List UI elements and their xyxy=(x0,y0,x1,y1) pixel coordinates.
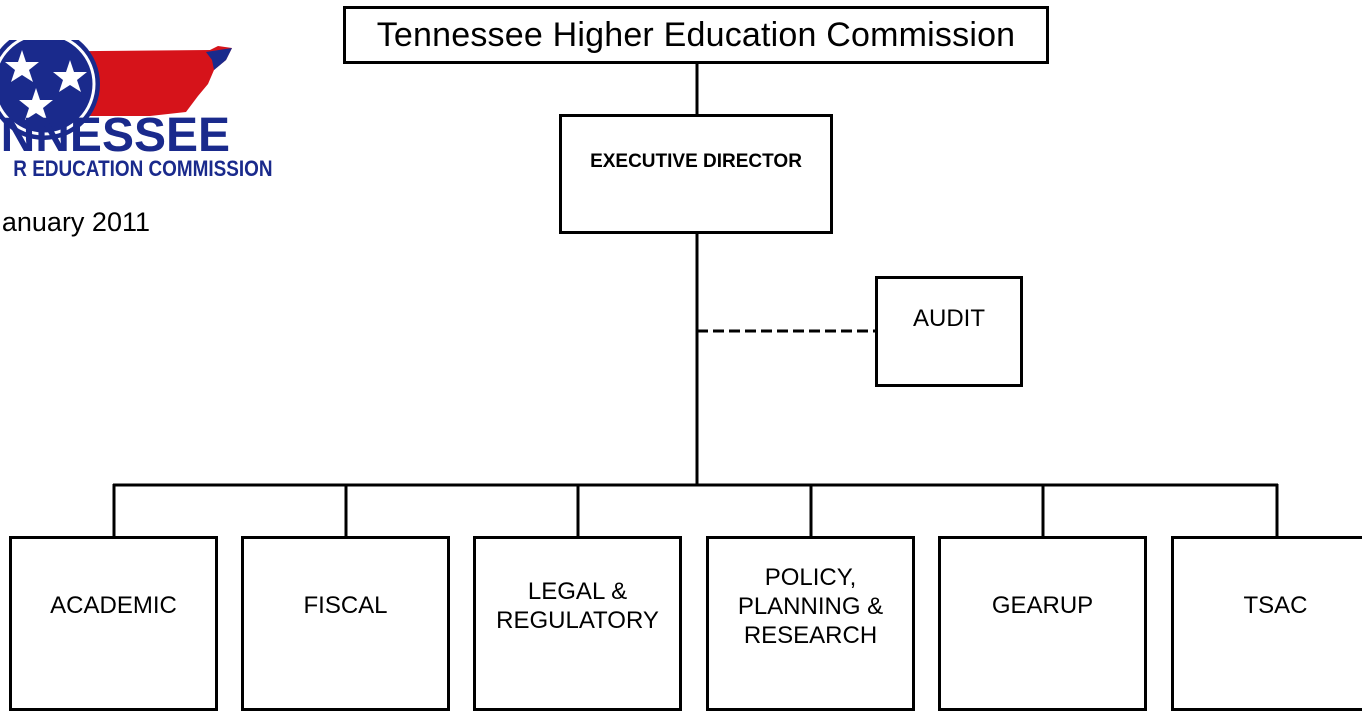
audit-label: AUDIT xyxy=(913,305,985,332)
department-label: ACADEMIC xyxy=(50,592,177,619)
department-label: GEARUP xyxy=(991,592,1094,619)
executive-director-label: EXECUTIVE DIRECTOR xyxy=(590,151,802,172)
logo-subtitle: R EDUCATION COMMISSION xyxy=(13,156,273,181)
org-title-box: Tennessee Higher Education Commission xyxy=(343,6,1049,64)
department-box-academic: ACADEMIC xyxy=(9,536,218,711)
org-title: Tennessee Higher Education Commission xyxy=(376,15,1016,54)
star-icons xyxy=(5,50,87,120)
audit-box: AUDIT xyxy=(875,276,1023,387)
date-label: anuary 2011 xyxy=(1,207,150,237)
department-label: FISCAL xyxy=(303,592,388,619)
department-label: LEGAL & REGULATORY xyxy=(496,578,659,634)
department-box-policy-planning-research: POLICY, PLANNING & RESEARCH xyxy=(706,536,915,711)
department-box-fiscal: FISCAL xyxy=(241,536,450,711)
thec-logo xyxy=(0,40,232,140)
department-box-gearup: GEARUP xyxy=(938,536,1147,711)
department-box-legal-regulatory: LEGAL & REGULATORY xyxy=(473,536,682,711)
logo-wordmark: NNESSEE xyxy=(0,109,230,162)
department-label: TSAC xyxy=(1243,592,1308,619)
state-edge-accent xyxy=(206,48,232,70)
department-label: POLICY, PLANNING & RESEARCH xyxy=(737,564,884,649)
department-box-tsac: TSAC xyxy=(1171,536,1362,711)
executive-director-box: EXECUTIVE DIRECTOR xyxy=(559,114,833,234)
